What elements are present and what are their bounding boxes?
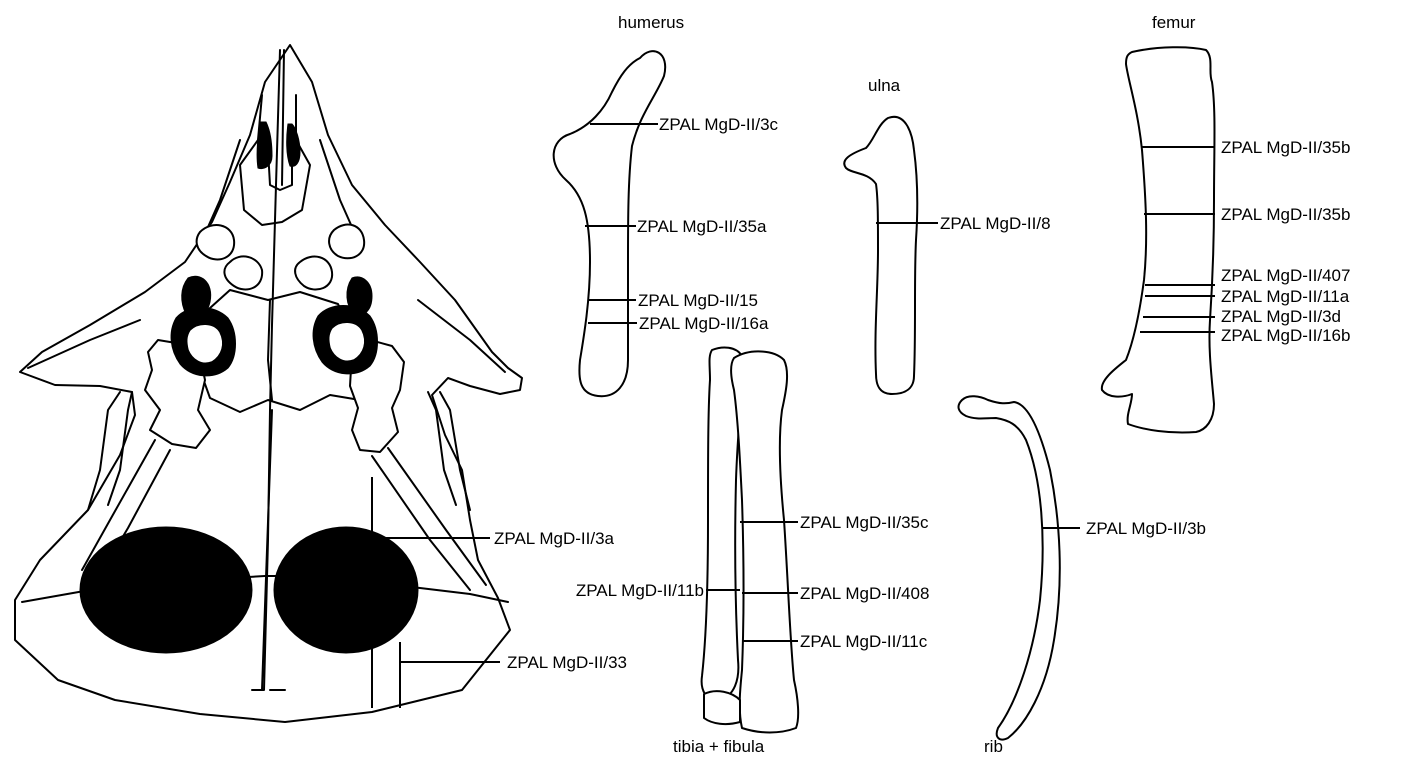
leader-lines	[631, 124, 1080, 641]
label-femur: femur	[1152, 13, 1196, 32]
specimen-label: ZPAL MgD-II/16b	[1221, 326, 1350, 345]
fenestra-left	[80, 527, 252, 653]
label-humerus: humerus	[618, 13, 684, 32]
specimen-label: ZPAL MgD-II/16a	[639, 314, 769, 333]
femur-drawing	[1102, 47, 1215, 432]
rib-outline	[959, 396, 1060, 739]
tibia-fibula-drawing	[702, 348, 799, 733]
specimen-label: ZPAL MgD-II/35b	[1221, 138, 1350, 157]
specimen-label: ZPAL MgD-II/3c	[659, 115, 779, 134]
label-ulna: ulna	[868, 76, 901, 95]
specimen-label: ZPAL MgD-II/35a	[637, 217, 767, 236]
specimen-label: ZPAL MgD-II/35b	[1221, 205, 1350, 224]
specimen-label: ZPAL MgD-II/11a	[1221, 287, 1350, 306]
skull-drawing	[15, 45, 522, 722]
fenestra-right	[274, 527, 418, 653]
specimen-label: ZPAL MgD-II/11b	[576, 581, 704, 600]
femur-outline	[1102, 47, 1215, 432]
rib-drawing	[959, 396, 1060, 739]
specimen-label: ZPAL MgD-II/15	[638, 291, 758, 310]
specimen-label: ZPAL MgD-II/35c	[800, 513, 929, 532]
ulna-outline	[844, 117, 917, 394]
specimen-label: ZPAL MgD-II/11c	[800, 632, 928, 651]
specimen-label: ZPAL MgD-II/408	[800, 584, 929, 603]
specimen-label: ZPAL MgD-II/8	[940, 214, 1051, 233]
specimen-label: ZPAL MgD-II/3a	[494, 529, 615, 548]
ulna-drawing	[844, 117, 934, 394]
specimen-label: ZPAL MgD-II/3d	[1221, 307, 1341, 326]
specimen-label: ZPAL MgD-II/3b	[1086, 519, 1206, 538]
label-tibia-fibula: tibia + fibula	[673, 737, 765, 756]
tibia-outline	[731, 351, 798, 732]
specimen-label: ZPAL MgD-II/33	[507, 653, 627, 672]
specimen-label: ZPAL MgD-II/407	[1221, 266, 1350, 285]
label-rib: rib	[984, 737, 1003, 756]
